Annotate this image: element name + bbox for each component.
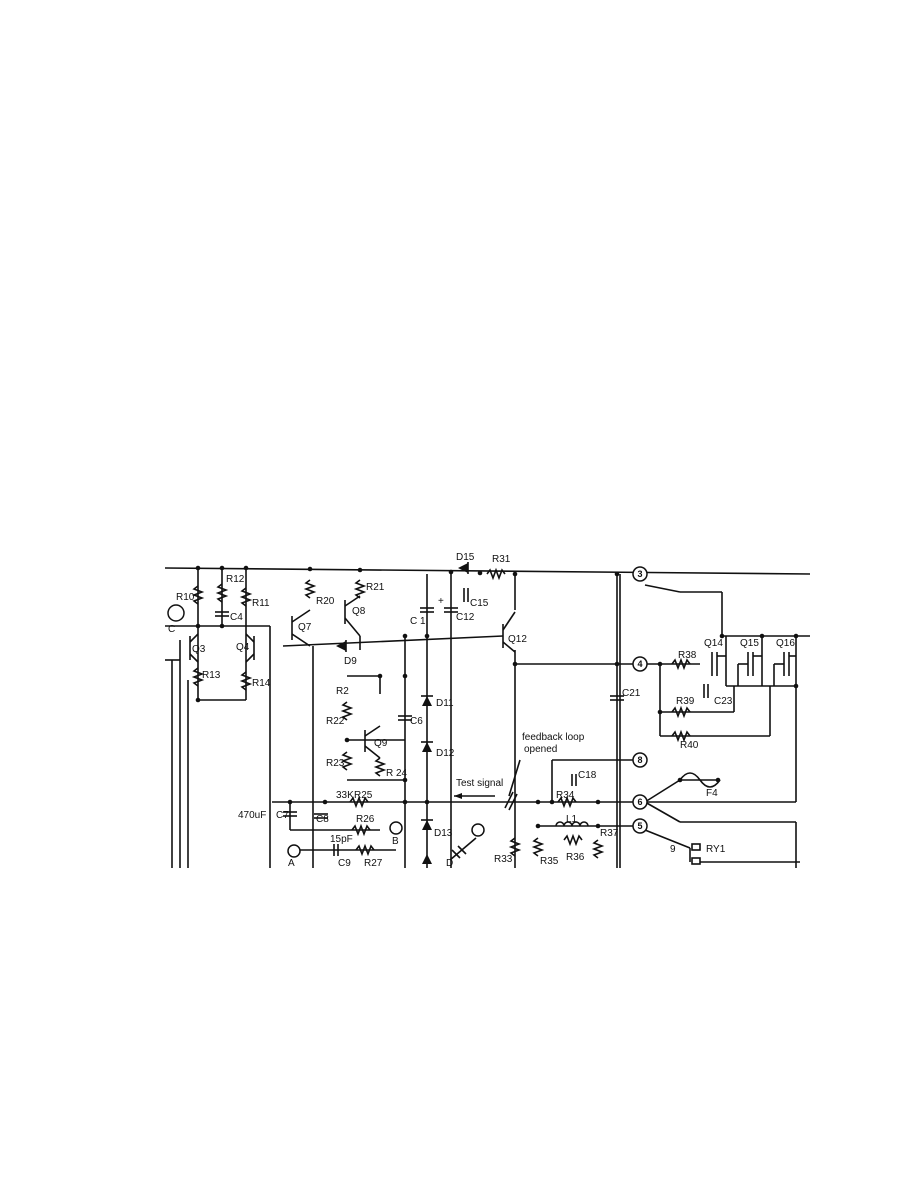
- label-r36: R36: [566, 852, 585, 863]
- label-a: A: [288, 858, 295, 869]
- label-r33: R33: [494, 854, 513, 865]
- label-r12: R12: [226, 574, 245, 585]
- feedback-loop-label: feedback loop: [522, 732, 585, 743]
- label-q16: Q16: [776, 638, 795, 649]
- junction-nodes: [195, 565, 799, 829]
- label-ry1: RY1: [706, 844, 726, 855]
- label-c7: C7: [276, 810, 289, 821]
- terminal-5: 5: [632, 818, 648, 834]
- label-d15: D15: [456, 552, 475, 563]
- label-r21: R21: [366, 582, 385, 593]
- terminal-4-label: 4: [637, 659, 642, 669]
- label-r11: R11: [252, 598, 270, 609]
- label-c21: C21: [622, 688, 641, 699]
- label-r31: R31: [492, 554, 511, 565]
- terminal-3-label: 3: [637, 569, 642, 579]
- terminal-3: 3: [632, 566, 648, 582]
- label-plus: +: [438, 596, 444, 607]
- label-q14: Q14: [704, 638, 723, 649]
- label-r40: R40: [680, 740, 699, 751]
- terminal-6: 6: [632, 794, 648, 810]
- relay-ry1: [691, 843, 701, 851]
- input-terminal-c: [167, 604, 185, 622]
- label-q15: Q15: [740, 638, 759, 649]
- label-c9: C9: [338, 858, 351, 869]
- label-r26: R26: [356, 814, 375, 825]
- relay-ry1-lower: [691, 857, 701, 865]
- label-d13: D13: [434, 828, 453, 839]
- label-33k: 33K: [336, 790, 354, 801]
- label-d12: D12: [436, 748, 455, 759]
- label-r34: R34: [556, 790, 575, 801]
- label-c6: C6: [410, 716, 423, 727]
- component-labels: R10 R12 R11 C4 C Q3 Q4 R13 R14 R20 R21 Q…: [168, 552, 795, 869]
- label-r13: R13: [202, 670, 221, 681]
- inductor-l1: [555, 821, 589, 827]
- opened-label: opened: [524, 744, 557, 755]
- label-f4: F4: [706, 788, 718, 799]
- label-q9: Q9: [374, 738, 388, 749]
- diodes: [336, 562, 469, 864]
- label-r24: R 24: [386, 768, 408, 779]
- label-d11: D11: [436, 698, 454, 709]
- label-q3: Q3: [192, 644, 206, 655]
- label-q7: Q7: [298, 622, 312, 633]
- test-signal-label: Test signal: [456, 778, 503, 789]
- label-c18: C18: [578, 770, 597, 781]
- input-terminal-a: [287, 844, 301, 858]
- label-b: B: [392, 836, 399, 847]
- label-r20: R20: [316, 596, 335, 607]
- terminal-8: 8: [632, 752, 648, 768]
- fuse-f4: [679, 772, 721, 788]
- label-c8: C8: [316, 814, 329, 825]
- terminal-8-label: 8: [637, 755, 642, 765]
- label-c12: C12: [456, 612, 475, 623]
- label-r25: R25: [354, 790, 373, 801]
- feedback-pointer: [508, 759, 521, 797]
- label-r14: R14: [252, 678, 271, 689]
- label-c4: C4: [230, 612, 243, 623]
- label-q8: Q8: [352, 606, 366, 617]
- label-r27: R27: [364, 858, 383, 869]
- label-d: D: [446, 858, 453, 869]
- label-r10: R10: [176, 592, 195, 603]
- label-q12: Q12: [508, 634, 527, 645]
- transistors: [189, 595, 796, 759]
- label-c15: C15: [470, 598, 489, 609]
- label-c23: C23: [714, 696, 733, 707]
- label-q4: Q4: [236, 642, 250, 653]
- label-c1: C 1: [410, 616, 426, 627]
- capacitors: [215, 588, 709, 856]
- input-terminal-b: [389, 821, 403, 835]
- terminal-5-label: 5: [637, 821, 642, 831]
- label-9: 9: [670, 844, 676, 855]
- terminal-6-label: 6: [637, 797, 642, 807]
- label-c: C: [168, 624, 175, 635]
- probe-symbol: [471, 823, 485, 837]
- wires: [164, 567, 811, 868]
- label-15pf: 15pF: [330, 834, 353, 845]
- label-r39: R39: [676, 696, 695, 707]
- label-r35: R35: [540, 856, 559, 867]
- label-r37: R37: [600, 828, 619, 839]
- label-r38: R38: [678, 650, 697, 661]
- label-l1: L1: [566, 814, 578, 825]
- terminal-4: 4: [632, 656, 648, 672]
- label-r2: R2: [336, 686, 349, 697]
- label-r23: R23: [326, 758, 345, 769]
- resistors: [191, 567, 691, 859]
- label-d9: D9: [344, 656, 357, 667]
- label-470uf: 470uF: [238, 810, 266, 821]
- label-r22: R22: [326, 716, 345, 727]
